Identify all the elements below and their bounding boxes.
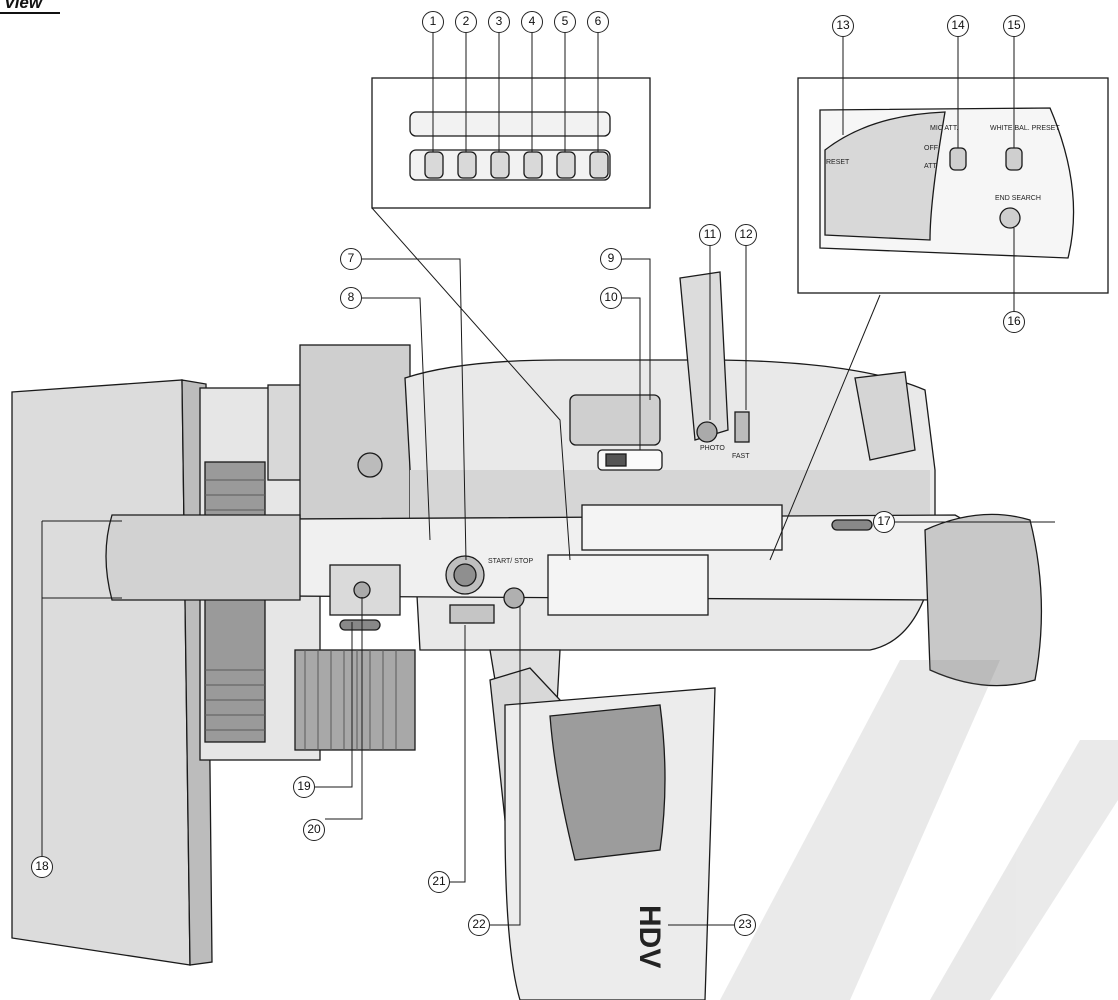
handle-button xyxy=(503,587,525,609)
tape-panel-box xyxy=(371,77,651,209)
leader-lines xyxy=(41,33,1055,926)
photo-label: PHOTO xyxy=(700,445,725,452)
callout-8: 8 xyxy=(340,287,362,309)
zoom-ring-knurl xyxy=(304,650,397,750)
end-search-button xyxy=(999,207,1021,229)
callout-23: 23 xyxy=(734,914,756,936)
eyecup xyxy=(924,513,1043,687)
callout-20: 20 xyxy=(303,819,325,841)
handle-panel-left xyxy=(547,554,709,616)
callout-4: 4 xyxy=(521,11,543,33)
callout-5: 5 xyxy=(554,11,576,33)
focus-ring-knurl xyxy=(205,479,265,731)
strap-loop-front xyxy=(339,619,381,631)
callout-7: 7 xyxy=(340,248,362,270)
watermark xyxy=(720,660,1118,1000)
mic-att-label: MIC ATT. xyxy=(930,125,958,132)
callout-16: 16 xyxy=(1003,311,1025,333)
callout-12: 12 xyxy=(735,224,757,246)
lcd-speaker-grille xyxy=(549,704,666,861)
callout-14: 14 xyxy=(947,15,969,37)
white-bal-label: WHITE BAL. PRESET xyxy=(990,125,1060,132)
focus-ring xyxy=(204,461,266,743)
off-label: OFF xyxy=(924,145,938,152)
callout-21: 21 xyxy=(428,871,450,893)
header-underline xyxy=(0,12,60,14)
callout-11: 11 xyxy=(699,224,721,246)
shoe-screw xyxy=(353,581,371,599)
end-search-label: END SEARCH xyxy=(995,195,1041,202)
fast-label: FAST xyxy=(732,453,750,460)
callout-1: 1 xyxy=(422,11,444,33)
header-title: View xyxy=(4,0,43,12)
callout-9: 9 xyxy=(600,248,622,270)
callout-13: 13 xyxy=(832,15,854,37)
callout-15: 15 xyxy=(1003,15,1025,37)
handle-front-grip xyxy=(105,514,301,601)
mic-screw xyxy=(357,452,383,478)
callout-22: 22 xyxy=(468,914,490,936)
microphone-unit xyxy=(299,344,411,541)
callout-2: 2 xyxy=(455,11,477,33)
grip-tower xyxy=(679,271,729,441)
callout-3: 3 xyxy=(488,11,510,33)
callout-6: 6 xyxy=(587,11,609,33)
zoom-rocker xyxy=(453,563,477,587)
slider-knob xyxy=(605,453,627,467)
tape-panel-label-strip xyxy=(409,111,611,137)
att-label: ATT xyxy=(924,163,937,170)
callout-10: 10 xyxy=(600,287,622,309)
zoom-ring xyxy=(294,649,416,751)
handle-panel-top xyxy=(581,504,783,551)
viewfinder xyxy=(854,371,916,461)
callout-18: 18 xyxy=(31,856,53,878)
strap-loop-rear xyxy=(831,519,873,531)
mic-att-switch xyxy=(949,147,967,171)
photo-button xyxy=(696,421,718,443)
reset-label: RESET xyxy=(826,159,850,166)
tape-panel-buttons xyxy=(424,151,609,179)
white-bal-switch xyxy=(1005,147,1023,171)
hdv-logo: HDV xyxy=(633,905,666,968)
side-panel-grille xyxy=(824,111,946,241)
fast-switch xyxy=(734,411,750,443)
slider-recess xyxy=(569,394,661,446)
callout-17: 17 xyxy=(873,511,895,533)
handle-zoom-lever xyxy=(449,604,495,624)
start-stop-label: START/ STOP xyxy=(488,558,533,565)
callout-19: 19 xyxy=(293,776,315,798)
